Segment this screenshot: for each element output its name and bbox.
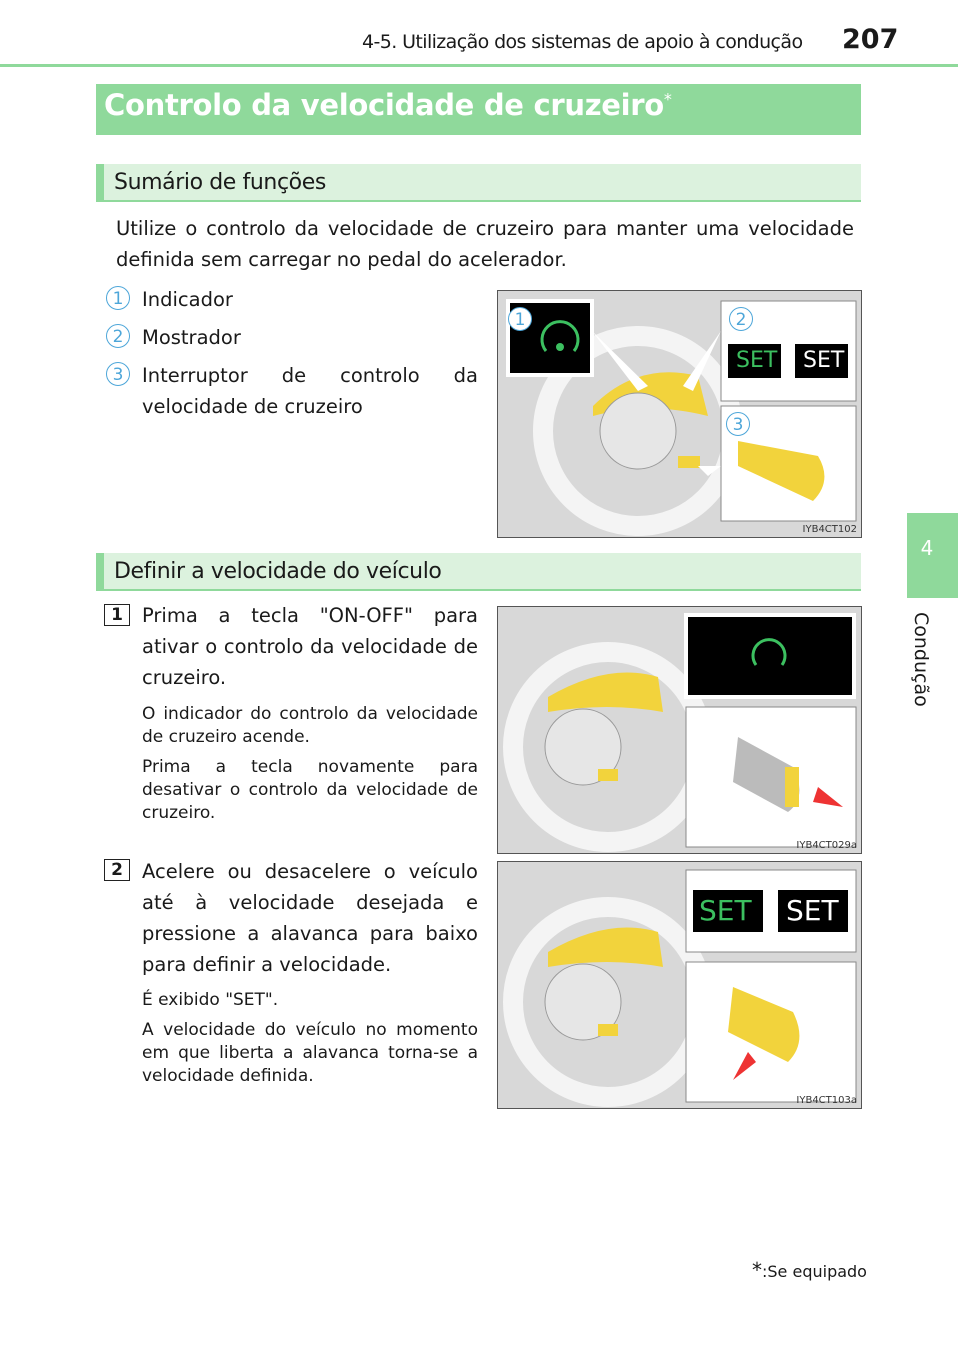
figure-callout: 2 bbox=[729, 307, 753, 331]
section-heading-text: Definir a velocidade do veículo bbox=[114, 559, 442, 584]
callout-number: 1 bbox=[106, 286, 130, 310]
footnote: *:Se equipado bbox=[752, 1258, 867, 1282]
figure-callout: 1 bbox=[508, 307, 532, 331]
title-bar bbox=[96, 84, 861, 135]
page-title: Controlo da velocidade de cruzeiro* bbox=[104, 88, 672, 122]
cockpit-illustration bbox=[506, 299, 857, 536]
step-number: 2 bbox=[104, 859, 130, 881]
header-divider bbox=[0, 64, 958, 67]
footnote-text: :Se equipado bbox=[762, 1262, 867, 1281]
summary-intro: Utilize o controlo da velocidade de cruz… bbox=[116, 217, 854, 271]
title-text: Controlo da velocidade de cruzeiro bbox=[104, 88, 664, 122]
set-indicator-green: SET bbox=[699, 894, 752, 927]
step-note: É exibido "SET". bbox=[142, 990, 279, 1010]
footnote-mark: * bbox=[752, 1258, 762, 1282]
callout-number: 2 bbox=[106, 324, 130, 348]
item-label: Indicador bbox=[142, 288, 233, 311]
section-heading-set-speed: Definir a velocidade do veículo bbox=[96, 553, 861, 591]
set-speed-illustration bbox=[503, 869, 857, 1107]
figure-code: IYB4CT102 bbox=[802, 524, 857, 535]
step-text: Prima a tecla "ON-OFF" para ativar o con… bbox=[142, 604, 478, 689]
item-label: Interruptor de controlo da velocidade de… bbox=[142, 364, 478, 418]
running-header: 4-5. Utilização dos sistemas de apoio à … bbox=[362, 31, 803, 53]
figure-set-speed: SET SET IYB4CT103a bbox=[497, 861, 862, 1109]
set-indicator-white: SET bbox=[803, 348, 845, 373]
chapter-label: Condução bbox=[910, 612, 932, 707]
item-label: Mostrador bbox=[142, 326, 241, 349]
section-heading-text: Sumário de funções bbox=[114, 170, 326, 195]
step-number: 1 bbox=[104, 604, 130, 626]
step-note: O indicador do controlo da velocidade de… bbox=[142, 704, 478, 747]
set-indicator-white: SET bbox=[786, 894, 839, 927]
set-indicator-green: SET bbox=[736, 348, 778, 373]
title-asterisk: * bbox=[663, 89, 672, 109]
figure-callout: 3 bbox=[726, 412, 750, 436]
chapter-tab bbox=[907, 513, 958, 598]
section-heading-summary: Sumário de funções bbox=[96, 164, 861, 202]
chapter-number: 4 bbox=[920, 536, 934, 560]
figure-cockpit-overview: SET SET 1 2 3 IYB4CT102 bbox=[497, 290, 862, 538]
step-note: Prima a tecla novamente para desativar o… bbox=[142, 757, 478, 823]
figure-on-off: IYB4CT029a bbox=[497, 606, 862, 854]
step-text: Acelere ou desacelere o veículo até à ve… bbox=[142, 860, 478, 976]
figure-code: IYB4CT029a bbox=[796, 840, 857, 851]
page-number: 207 bbox=[842, 24, 899, 55]
figure-code: IYB4CT103a bbox=[796, 1095, 857, 1106]
step-note: A velocidade do veículo no momento em qu… bbox=[142, 1020, 478, 1086]
callout-number: 3 bbox=[106, 362, 130, 386]
on-off-illustration bbox=[503, 613, 857, 852]
